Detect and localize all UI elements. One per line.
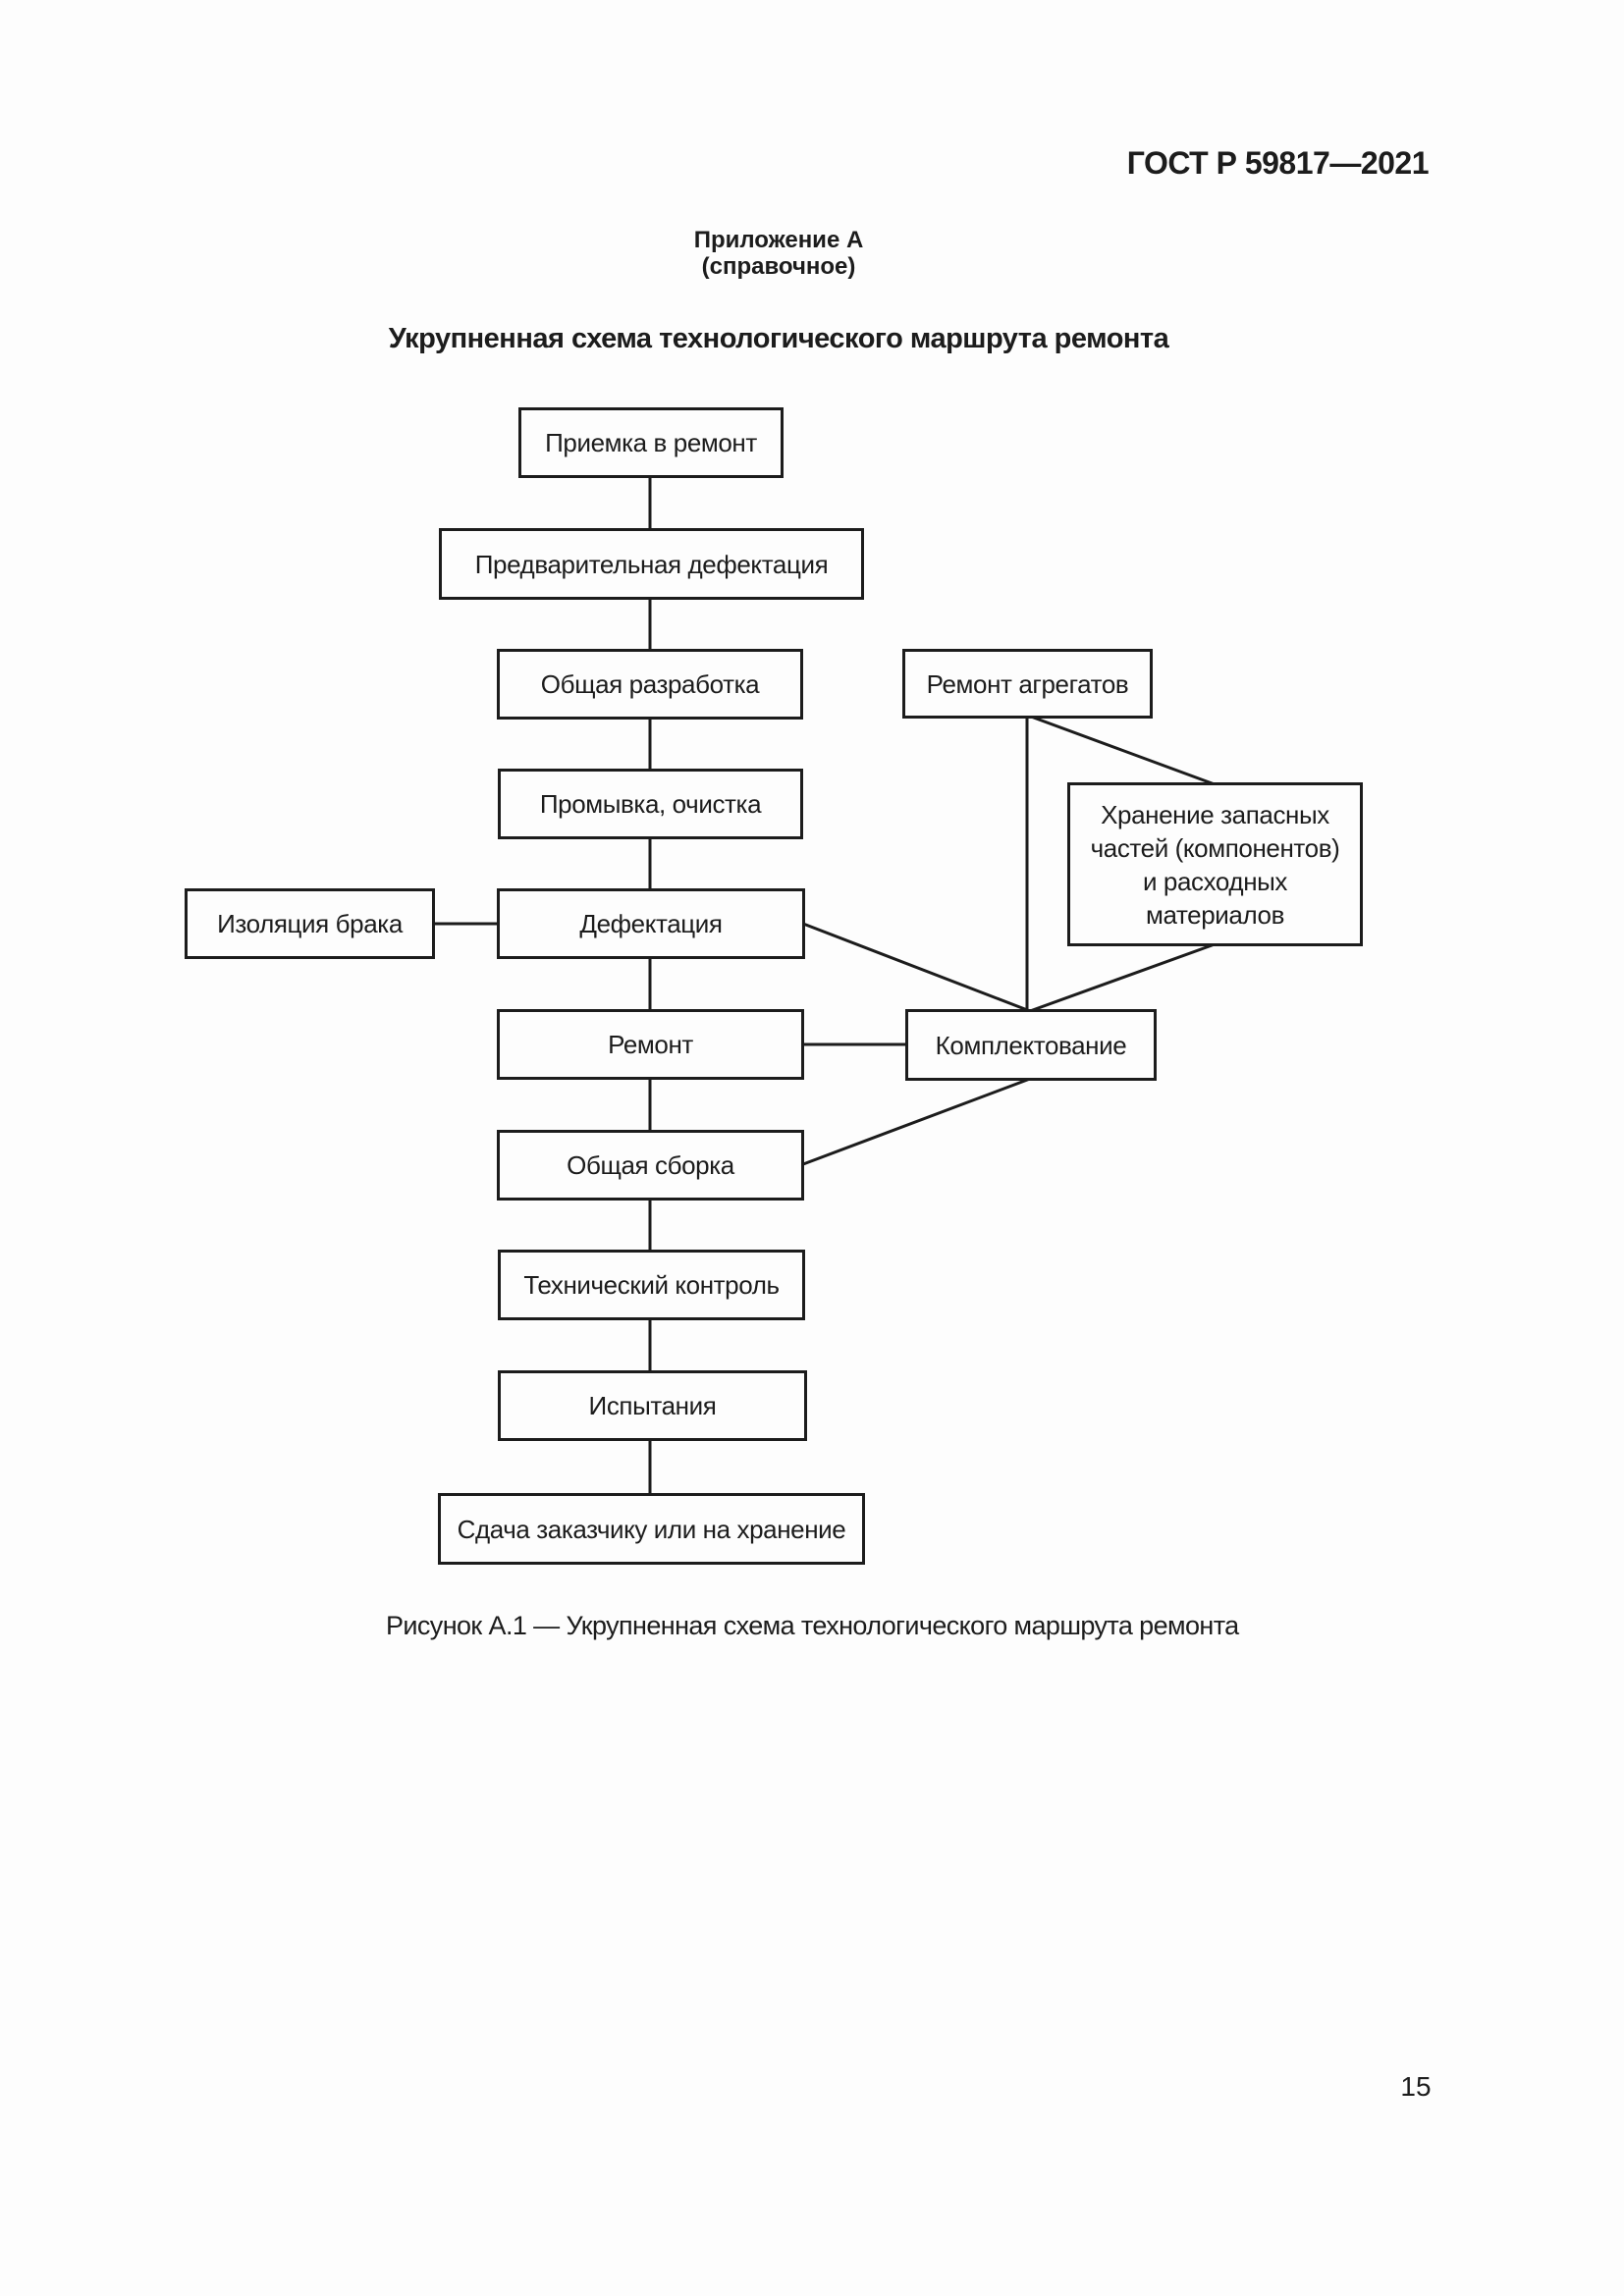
- connector: [1030, 715, 1216, 786]
- flow-node-label-line: Хранение запасных: [1101, 799, 1329, 829]
- flow-node-acceptance: Приемка в ремонт: [518, 407, 784, 478]
- flow-node-washing: Промывка, очистка: [498, 769, 803, 839]
- connector: [802, 922, 1031, 1013]
- flow-node-label: Общая разработка: [540, 669, 760, 699]
- flow-node-spare-parts-storage: Хранение запасных частей (компонентов) и…: [1067, 782, 1363, 946]
- appendix-type: (справочное): [701, 253, 856, 280]
- flow-node-label-line: материалов: [1145, 899, 1285, 930]
- flow-node-label: Промывка, очистка: [539, 789, 762, 819]
- flow-node-label: Сдача заказчику или на хранение: [457, 1514, 846, 1544]
- connector: [1029, 942, 1216, 1013]
- flow-node-reject-isolation: Изоляция брака: [185, 888, 435, 959]
- flow-node-general-assembly: Общая сборка: [497, 1130, 804, 1201]
- connector: [802, 1077, 1031, 1166]
- flow-node-defectation: Дефектация: [497, 888, 805, 959]
- standard-code: ГОСТ Р 59817—2021: [1126, 145, 1430, 181]
- flow-node-technical-control: Технический контроль: [498, 1250, 805, 1320]
- flow-node-label: Общая сборка: [567, 1150, 734, 1180]
- flow-node-label: Испытания: [588, 1391, 717, 1420]
- appendix-heading: Приложение А (справочное): [386, 227, 1171, 280]
- flow-node-completing: Комплектование: [905, 1009, 1157, 1081]
- scheme-title: Укрупненная схема технологического маршр…: [388, 323, 1169, 354]
- flow-node-label: Комплектование: [935, 1030, 1127, 1060]
- appendix-label: Приложение А: [693, 227, 864, 253]
- figure-caption: Рисунок А.1 — Укрупненная схема технолог…: [386, 1611, 1239, 1640]
- page-number: 15: [1400, 2071, 1432, 2102]
- flow-node-preliminary-defectation: Предварительная дефектация: [439, 528, 864, 600]
- flow-node-label-line: частей (компонентов): [1090, 832, 1340, 863]
- flow-node-label: Дефектация: [579, 909, 723, 938]
- flow-node-general-disassembly: Общая разработка: [497, 649, 803, 720]
- flow-node-label: Ремонт: [608, 1030, 693, 1059]
- flow-node-delivery: Сдача заказчику или на хранение: [438, 1493, 865, 1565]
- flow-node-label: Изоляция брака: [217, 909, 403, 938]
- flow-node-tests: Испытания: [498, 1370, 807, 1441]
- flow-node-label: Предварительная дефектация: [474, 549, 829, 579]
- flow-node-label-line: и расходных: [1142, 866, 1288, 896]
- flow-node-label: Приемка в ремонт: [545, 428, 757, 457]
- flow-node-label: Ремонт агрегатов: [926, 668, 1129, 699]
- flow-node-unit-repair: Ремонт агрегатов: [902, 649, 1153, 719]
- flow-node-label: Технический контроль: [523, 1270, 780, 1300]
- flow-node-repair: Ремонт: [497, 1009, 804, 1080]
